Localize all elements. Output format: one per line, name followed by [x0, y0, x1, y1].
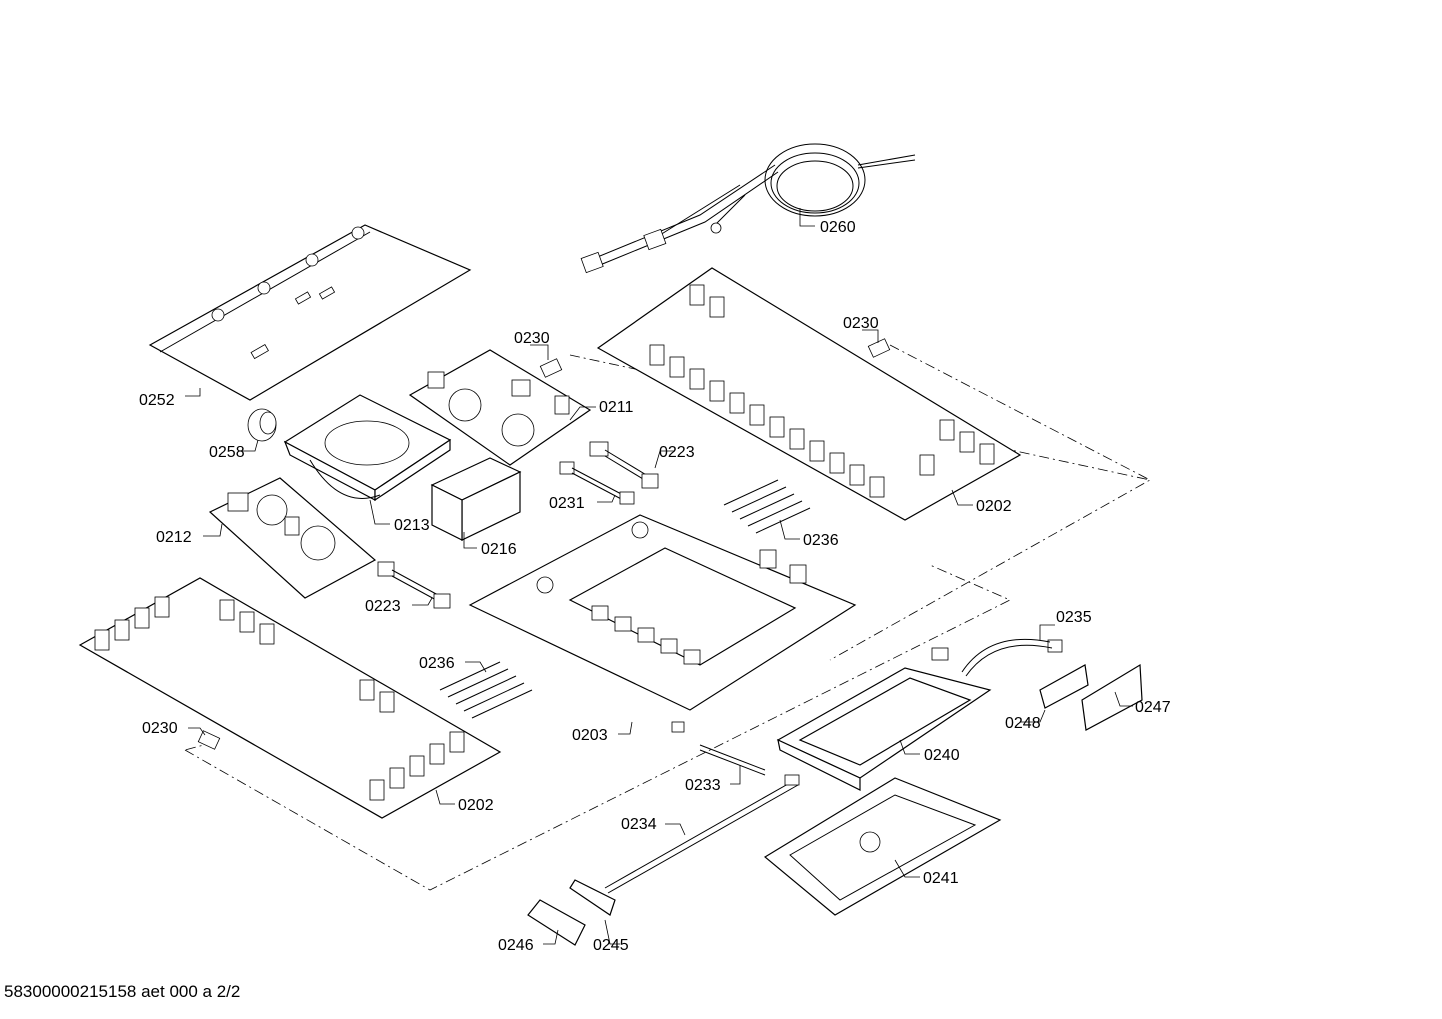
fan-0213[interactable]: [283, 394, 452, 502]
power-cable-0260[interactable]: [580, 143, 916, 274]
control-board-0203[interactable]: [468, 514, 857, 711]
relay-board-0202-upper[interactable]: [596, 267, 1022, 521]
housing-0241[interactable]: [763, 777, 1002, 916]
bracket-0247[interactable]: [1081, 663, 1143, 731]
document-id: 58300000215158 aet 000 a 2/2: [4, 982, 241, 1001]
label-0216: 0216: [481, 541, 517, 558]
connector-0230-b[interactable]: [867, 338, 891, 358]
bracket-0216[interactable]: [430, 457, 522, 541]
label-0233: 0233: [685, 777, 721, 794]
label-0202-upper: 0202: [976, 498, 1012, 515]
label-0252: 0252: [139, 392, 175, 409]
cable-0233[interactable]: [671, 721, 766, 776]
label-0240: 0240: [924, 747, 960, 764]
label-0231: 0231: [549, 495, 585, 512]
relay-board-0202-lower[interactable]: [78, 577, 502, 819]
bracket-0246[interactable]: [527, 899, 586, 946]
label-0203: 0203: [572, 727, 608, 744]
sensor-leads-0236-upper[interactable]: [723, 479, 811, 534]
label-0230-b: 0230: [843, 315, 879, 332]
power-board-0212[interactable]: [208, 477, 377, 599]
label-0223-lower: 0223: [365, 598, 401, 615]
label-0241: 0241: [923, 870, 959, 887]
bracket-0245[interactable]: [569, 879, 616, 916]
bracket-0248[interactable]: [1039, 664, 1089, 709]
power-board-0211[interactable]: [408, 349, 592, 466]
label-0236-upper: 0236: [803, 532, 839, 549]
connector-0223-lower[interactable]: [377, 561, 451, 609]
cable-0234[interactable]: [604, 774, 800, 894]
connector-0231[interactable]: [559, 461, 635, 505]
label-0235: 0235: [1056, 609, 1092, 626]
label-0230-c: 0230: [142, 720, 178, 737]
ferrite-ring-0258[interactable]: [247, 408, 277, 442]
display-module-0240[interactable]: [776, 667, 992, 791]
leader-lines: [185, 208, 1133, 945]
label-0247: 0247: [1135, 699, 1171, 716]
label-0212: 0212: [156, 529, 192, 546]
label-0213: 0213: [394, 517, 430, 534]
relay-row-upper: [649, 284, 995, 498]
sensor-leads-0236-lower[interactable]: [439, 661, 533, 719]
connector-0230-c[interactable]: [197, 730, 221, 750]
relay-row-lower: [94, 596, 465, 801]
connector-0230-a[interactable]: [539, 358, 563, 378]
label-0248: 0248: [1005, 715, 1041, 732]
label-0260: 0260: [820, 219, 856, 236]
cover-plate-0252[interactable]: [148, 224, 472, 401]
label-0245: 0245: [593, 937, 629, 954]
part-labels: 0260 0230 0230 0252 0211 0258 0223 0213 …: [139, 219, 1171, 954]
label-0211: 0211: [599, 399, 634, 416]
label-0246: 0246: [498, 937, 534, 954]
label-0258: 0258: [209, 444, 245, 461]
label-0202-lower: 0202: [458, 797, 494, 814]
label-0234: 0234: [621, 816, 657, 833]
label-0236-lower: 0236: [419, 655, 455, 672]
connector-0223-upper[interactable]: [589, 441, 659, 489]
label-0230-a: 0230: [514, 330, 550, 347]
label-0223-upper: 0223: [659, 444, 695, 461]
cable-0235[interactable]: [931, 638, 1063, 677]
